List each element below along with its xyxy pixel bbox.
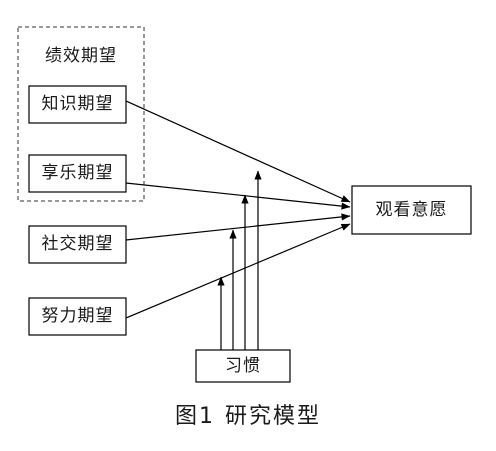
figure-caption: 图1 研究模型: [0, 398, 496, 430]
social-expectancy-label: 社交期望: [41, 234, 114, 254]
habit-box: [195, 349, 291, 383]
effort-expectancy-label: 努力期望: [41, 306, 114, 326]
figure-title: 研究模型: [224, 404, 321, 429]
enjoyment-expectancy-label: 享乐期望: [41, 163, 114, 183]
knowledge-expectancy-box: [28, 85, 127, 124]
viewing-intention-box: [351, 185, 472, 235]
effort-expectancy-box: [28, 297, 127, 336]
habit-label: 习惯: [225, 355, 261, 376]
viewing-intention-label: 观看意愿: [375, 199, 448, 220]
performance-expectancy-label: 绩效期望: [45, 45, 117, 66]
edge-knowledge-to-intention: [125, 100, 351, 203]
enjoyment-expectancy-box: [28, 154, 127, 193]
performance-expectancy-group: [17, 26, 145, 202]
edge-enjoyment-to-intention: [125, 182, 351, 210]
social-expectancy-box: [28, 225, 127, 264]
figure-number: 图1: [174, 404, 215, 429]
knowledge-expectancy-label: 知识期望: [41, 94, 114, 114]
edge-social-to-intention: [125, 213, 351, 241]
edge-effort-to-intention: [125, 223, 351, 319]
